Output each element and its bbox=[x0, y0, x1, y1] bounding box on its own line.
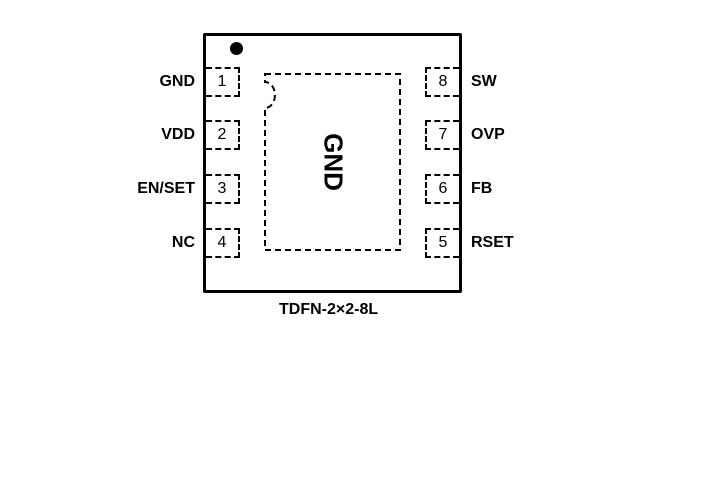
pin-label-2: VDD bbox=[161, 126, 195, 143]
pin-label-6: FB bbox=[471, 180, 493, 197]
pin-number: 4 bbox=[217, 234, 227, 251]
pin-label-5: RSET bbox=[471, 234, 514, 251]
pin-number: 8 bbox=[438, 73, 448, 90]
pin-number: 7 bbox=[438, 126, 448, 143]
pin-pad-7: 7 bbox=[425, 120, 459, 150]
pin-label-7: OVP bbox=[471, 126, 505, 143]
pin-label-3: EN/SET bbox=[137, 180, 195, 197]
pin-pad-5: 5 bbox=[425, 228, 459, 258]
package-outline bbox=[203, 33, 462, 293]
pin-number: 3 bbox=[217, 180, 227, 197]
exposed-pad-label: GND bbox=[318, 133, 349, 191]
package-caption: TDFN-2×2-8L bbox=[279, 301, 379, 318]
pin-number: 1 bbox=[217, 73, 227, 90]
pin-label-4: NC bbox=[171, 234, 195, 251]
pin-label-8: SW bbox=[471, 73, 497, 90]
pin-number: 5 bbox=[438, 234, 448, 251]
pin-pad-8: 8 bbox=[425, 67, 459, 97]
pin-number: 6 bbox=[438, 180, 448, 197]
pin-pad-6: 6 bbox=[425, 174, 459, 204]
pin-pad-3: 3 bbox=[206, 174, 240, 204]
pin-label-1: GND bbox=[159, 73, 195, 90]
pin1-marker-dot bbox=[230, 42, 243, 55]
pin-pad-4: 4 bbox=[206, 228, 240, 258]
pin-number: 2 bbox=[217, 126, 227, 143]
pin-pad-2: 2 bbox=[206, 120, 240, 150]
pin-pad-1: 1 bbox=[206, 67, 240, 97]
